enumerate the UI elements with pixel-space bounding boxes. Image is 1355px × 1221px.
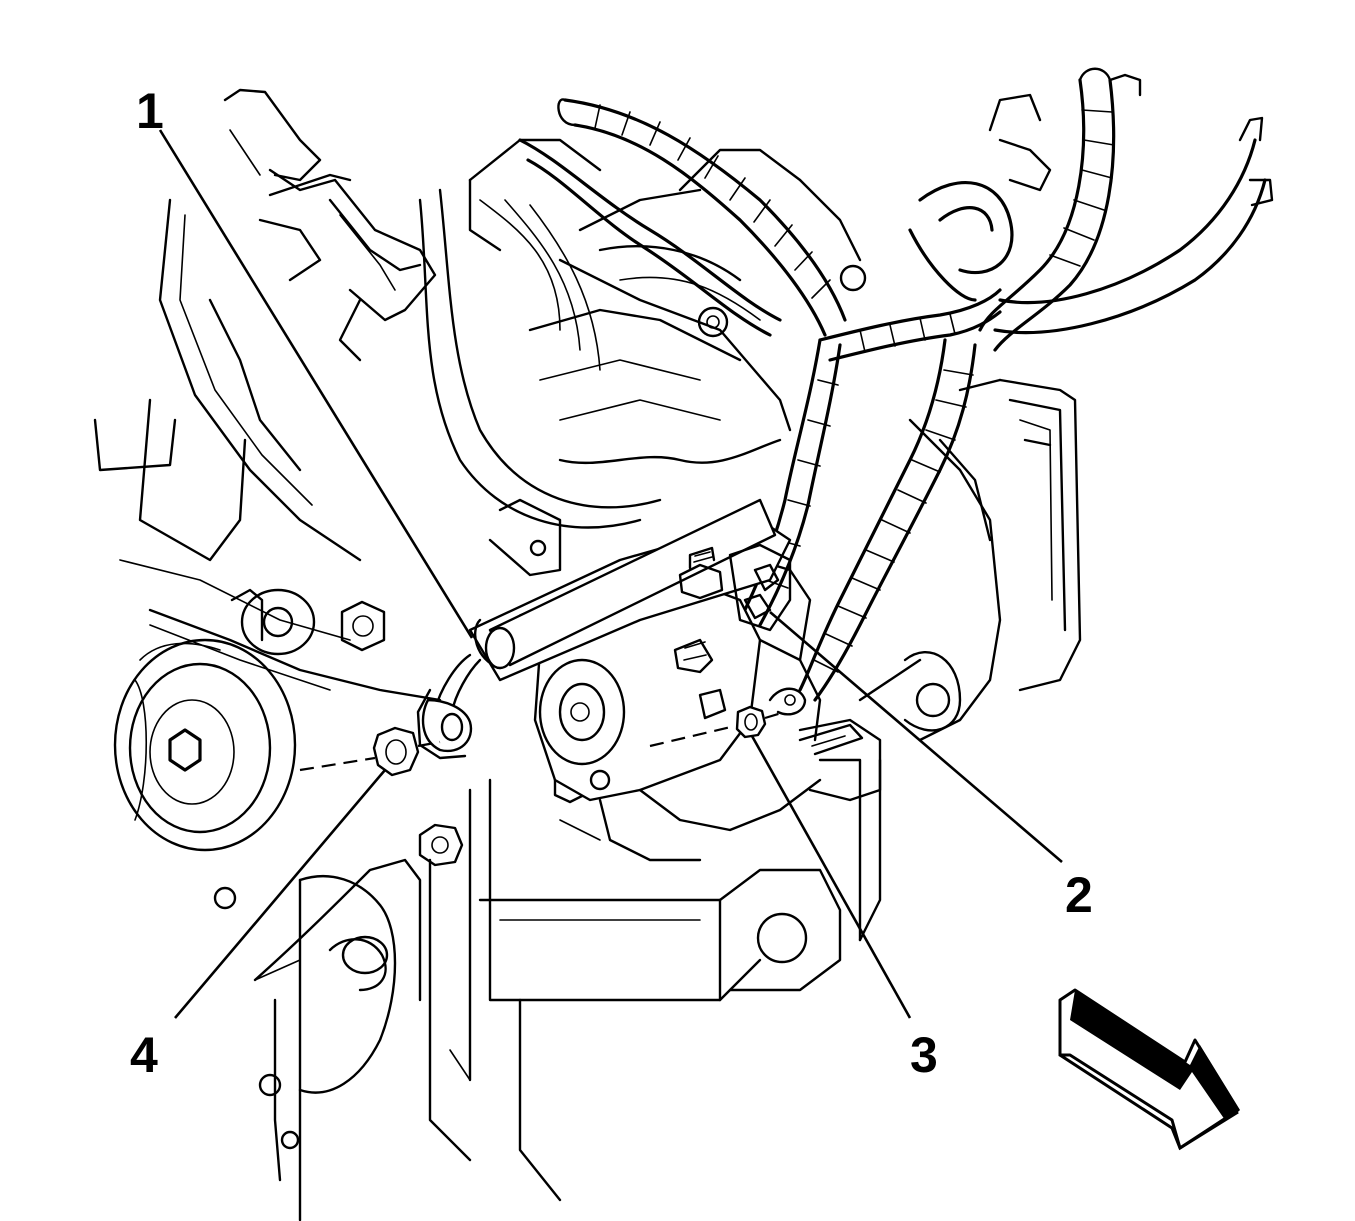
leader-line-2 — [769, 611, 1063, 863]
nut-3-alignment-line — [649, 710, 786, 748]
callout-2: 2 — [1065, 867, 1093, 923]
leader-line-1 — [158, 129, 474, 639]
starter-cable-terminal-1 — [416, 653, 482, 760]
leader-line-4 — [174, 769, 386, 1019]
intake-manifold — [418, 138, 867, 577]
bell-housing — [253, 858, 422, 1221]
front-direction-arrow-icon — [1058, 988, 1240, 1151]
nut-4 — [372, 726, 420, 777]
nut-3 — [735, 705, 767, 739]
callout-1: 1 — [136, 83, 164, 139]
leader-lines — [158, 129, 1063, 1019]
wiring-harness — [518, 67, 1274, 702]
crankshaft-pulley — [113, 638, 297, 910]
engine-block-outline — [93, 198, 1082, 1202]
callout-3: 3 — [910, 1027, 938, 1083]
starter-motor — [468, 498, 882, 862]
sensor-connector — [223, 88, 437, 362]
callout-4: 4 — [130, 1027, 158, 1083]
nut-4-alignment-line — [299, 740, 441, 772]
leader-line-3 — [750, 735, 912, 1019]
